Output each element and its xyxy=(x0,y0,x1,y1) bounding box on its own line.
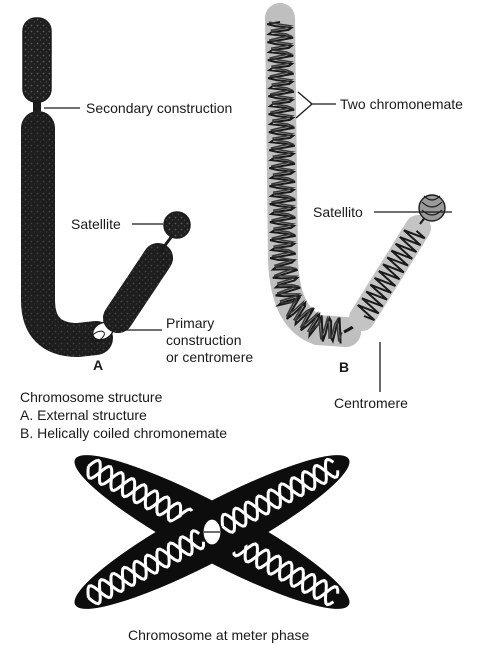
label-primary-1: Primary xyxy=(166,315,214,331)
satellite-b xyxy=(419,195,445,221)
caption-metaphase: Chromosome at meter phase xyxy=(128,627,310,643)
diagram-b: Two chromonemate Satellito Centromere B xyxy=(267,18,463,411)
panel-letter-a: A xyxy=(93,357,103,373)
label-secondary-constriction: Secondary construction xyxy=(86,100,232,116)
caption-structure: Chromosome structure A. External structu… xyxy=(20,389,227,441)
caption-line-b: B. Helically coiled chromonemate xyxy=(20,425,227,441)
panel-letter-b: B xyxy=(339,359,349,375)
label-primary-2: construction xyxy=(166,332,241,348)
diagram-a: Secondary construction Satellite Primary… xyxy=(23,18,253,373)
caption-title: Chromosome structure xyxy=(20,389,163,405)
caption-line-a: A. External structure xyxy=(20,407,147,423)
chromosome-a-upper-arm xyxy=(23,18,51,102)
label-satellite-a: Satellite xyxy=(71,216,121,232)
satellite-a xyxy=(164,212,190,238)
label-primary-3: or centromere xyxy=(166,349,253,365)
label-satellite-b: Satellito xyxy=(313,204,363,220)
label-chromonemata: Two chromonemate xyxy=(340,96,463,112)
leader-chromonemata xyxy=(296,92,336,118)
metaphase-chromosome: Chromosome at meter phase xyxy=(62,435,362,643)
label-centromere-b: Centromere xyxy=(334,395,408,411)
